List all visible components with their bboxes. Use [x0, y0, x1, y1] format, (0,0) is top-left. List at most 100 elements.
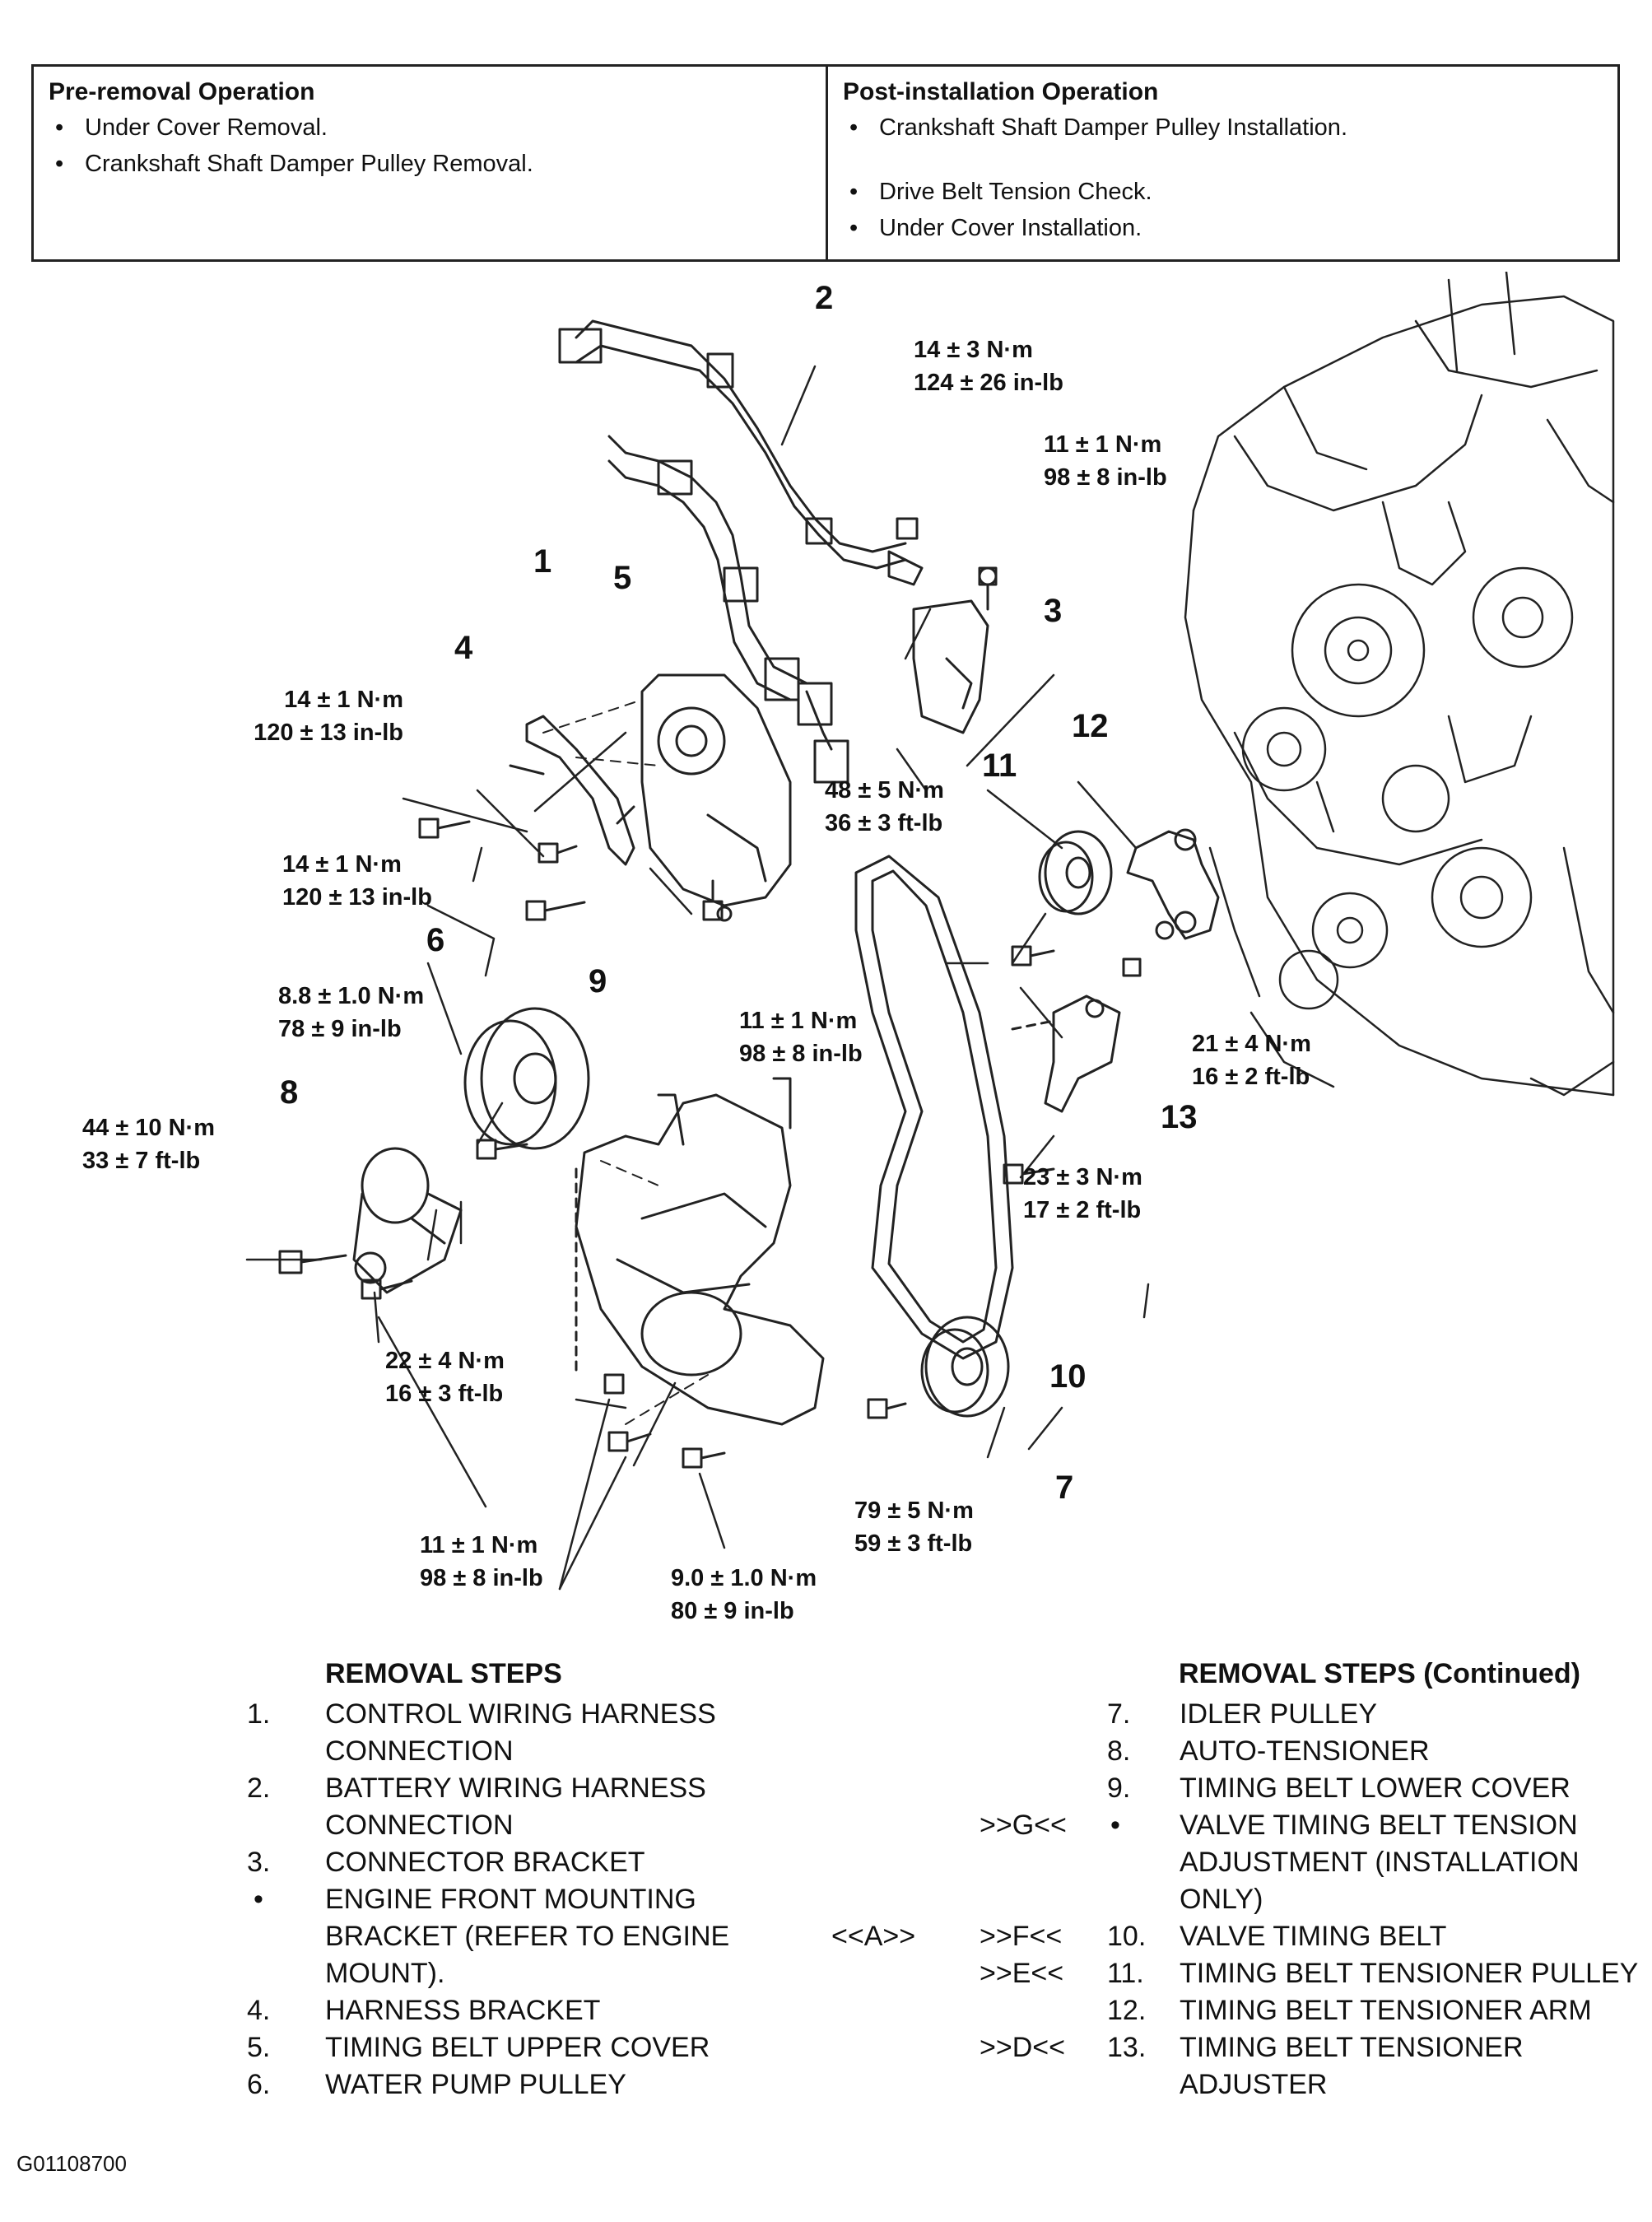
- callout-11: 11: [982, 748, 1017, 784]
- connector-bracket-illustration: [912, 566, 998, 734]
- torque-imperial: 16 ± 2 ft-lb: [1192, 1064, 1310, 1090]
- timing-belt-lower-cover-illustration: [575, 1077, 825, 1426]
- callout-5: 5: [613, 560, 632, 596]
- callout-1: 1: [533, 543, 552, 580]
- torque-metric: 22 ± 4 N·m: [385, 1348, 505, 1374]
- step-number: 6.: [247, 2069, 271, 2100]
- torque-metric: 11 ± 1 N·m: [739, 1008, 858, 1034]
- step-number: 3.: [247, 1847, 271, 1878]
- callout-3: 3: [1044, 593, 1063, 629]
- removal-step: 4. HARNESS BRACKET: [247, 1992, 823, 2029]
- water-pump-pulley-illustration: [463, 1007, 590, 1150]
- alignment-lines: [542, 699, 709, 1425]
- removal-step: 7. IDLER PULLEY: [1107, 1696, 1642, 1733]
- callout-13: 13: [1161, 1099, 1198, 1135]
- removal-step: 8. AUTO-TENSIONER: [1107, 1733, 1642, 1770]
- leader-lines: [245, 365, 1150, 1591]
- torque-metric: 21 ± 4 N·m: [1192, 1031, 1311, 1057]
- callout-10: 10: [1049, 1358, 1087, 1395]
- torque-imperial: 124 ± 26 in-lb: [914, 370, 1063, 396]
- torque-imperial: 98 ± 8 in-lb: [420, 1565, 543, 1591]
- step-text: TIMING BELT TENSIONER ADJUSTER: [1180, 2032, 1524, 2100]
- removal-step: 5. TIMING BELT UPPER COVER: [247, 2029, 823, 2066]
- engine-block-illustration: [1184, 272, 1615, 1097]
- post-installation-item: Drive Belt Tension Check.: [843, 174, 1603, 210]
- removal-step: 6. WATER PUMP PULLEY: [247, 2066, 823, 2103]
- installation-mark-b: >>D<<: [980, 2032, 1065, 2063]
- removal-step: 12. TIMING BELT TENSIONER ARM: [1107, 1992, 1642, 2029]
- step-text: WATER PUMP PULLEY: [325, 2069, 626, 2100]
- step-text: CONTROL WIRING HARNESS CONNECTION: [325, 1698, 716, 1767]
- torque-spec-connector-bracket-bolt: 11 ± 1 N·m 98 ± 8 in-lb: [1044, 428, 1167, 494]
- step-number: 2.: [247, 1772, 271, 1804]
- post-installation-title: Post-installation Operation: [843, 78, 1159, 105]
- step-number: 1.: [247, 1698, 271, 1730]
- post-installation-column: Post-installation Operation Crankshaft S…: [828, 67, 1617, 259]
- step-number: 13.: [1107, 2032, 1147, 2063]
- step-text: TIMING BELT TENSIONER PULLEY: [1180, 1958, 1639, 1989]
- removal-step: >>G<< • VALVE TIMING BELT TENSION ADJUST…: [980, 1807, 1642, 1918]
- step-text: HARNESS BRACKET: [325, 1995, 601, 2026]
- step-number: 4.: [247, 1995, 271, 2026]
- torque-spec-idler-pulley-bolt: 79 ± 5 N·m 59 ± 3 ft-lb: [854, 1494, 974, 1560]
- step-bullet: •: [1110, 1810, 1120, 1841]
- step-text: BATTERY WIRING HARNESS CONNECTION: [325, 1772, 706, 1841]
- torque-imperial: 98 ± 8 in-lb: [739, 1041, 863, 1067]
- step-number: 10.: [1107, 1921, 1147, 1952]
- torque-metric: 79 ± 5 N·m: [854, 1498, 974, 1524]
- tensioner-adjuster-illustration: [1011, 995, 1121, 1113]
- post-installation-item: Under Cover Installation.: [843, 210, 1603, 246]
- torque-imperial: 120 ± 13 in-lb: [282, 884, 432, 911]
- callout-6: 6: [426, 922, 445, 958]
- torque-imperial: 33 ± 7 ft-lb: [82, 1148, 201, 1174]
- torque-metric: 11 ± 1 N·m: [1044, 431, 1162, 458]
- step-text: VALVE TIMING BELT: [1180, 1921, 1447, 1952]
- idler-pulley-illustration: [920, 1316, 1010, 1418]
- callout-8: 8: [280, 1074, 299, 1111]
- torque-metric: 14 ± 1 N·m: [282, 851, 402, 878]
- step-text: CONNECTOR BRACKET: [325, 1847, 645, 1878]
- post-installation-item: Crankshaft Shaft Damper Pulley Installat…: [843, 109, 1603, 146]
- step-number: 8.: [1107, 1735, 1131, 1767]
- torque-spec-lower-cover-small-bolt: 9.0 ± 1.0 N·m 80 ± 9 in-lb: [671, 1562, 817, 1628]
- callout-2: 2: [815, 280, 834, 316]
- valve-timing-belt-illustration: [854, 855, 1014, 1360]
- torque-spec-tensioner-pulley-bolt: 48 ± 5 N·m 36 ± 3 ft-lb: [825, 774, 944, 840]
- callout-9: 9: [589, 963, 607, 999]
- torque-imperial: 17 ± 2 ft-lb: [1023, 1197, 1142, 1223]
- torque-metric: 8.8 ± 1.0 N·m: [278, 983, 425, 1009]
- diagram-drawing: [245, 272, 1615, 1591]
- removal-step: >>E<< 11. TIMING BELT TENSIONER PULLEY: [980, 1955, 1642, 1992]
- pre-removal-title: Pre-removal Operation: [49, 78, 315, 105]
- torque-imperial: 16 ± 3 ft-lb: [385, 1381, 504, 1407]
- torque-metric: 11 ± 1 N·m: [420, 1532, 538, 1558]
- step-text: VALVE TIMING BELT TENSION ADJUSTMENT (IN…: [1180, 1810, 1580, 1915]
- torque-imperial: 59 ± 3 ft-lb: [854, 1530, 973, 1557]
- torque-imperial: 120 ± 13 in-lb: [254, 720, 403, 746]
- step-number: 11.: [1107, 1958, 1144, 1989]
- pre-removal-item: Under Cover Removal.: [49, 109, 811, 146]
- step-text: TIMING BELT TENSIONER ARM: [1180, 1995, 1592, 2026]
- removal-step: 9. TIMING BELT LOWER COVER: [1107, 1770, 1642, 1807]
- operations-table: Pre-removal Operation Under Cover Remova…: [31, 64, 1620, 262]
- torque-spec-harness-bracket-bolt: 14 ± 1 N·m 120 ± 13 in-lb: [198, 683, 403, 749]
- pre-removal-column: Pre-removal Operation Under Cover Remova…: [34, 67, 828, 259]
- torque-spec-auto-tensioner-lower-bolt: 22 ± 4 N·m 16 ± 3 ft-lb: [385, 1344, 505, 1410]
- pre-removal-list: Under Cover Removal. Crankshaft Shaft Da…: [49, 109, 811, 182]
- removal-steps-continued-heading: REMOVAL STEPS (Continued): [1179, 1658, 1580, 1689]
- torque-imperial: 78 ± 9 in-lb: [278, 1016, 402, 1042]
- battery-wiring-harness-illustration: [558, 319, 924, 586]
- torque-spec-tensioner-arm-bolt: 21 ± 4 N·m 16 ± 2 ft-lb: [1192, 1027, 1311, 1093]
- tensioner-pulley-illustration: [1038, 830, 1113, 915]
- torque-spec-upper-cover-lower-bolt: 11 ± 1 N·m 98 ± 8 in-lb: [739, 1004, 863, 1070]
- torque-spec-auto-tensioner-bolt: 44 ± 10 N·m 33 ± 7 ft-lb: [82, 1111, 215, 1177]
- removal-step: >>D<< 13. TIMING BELT TENSIONER ADJUSTER: [980, 2029, 1642, 2103]
- removal-steps-list: 1. CONTROL WIRING HARNESS CONNECTION 2. …: [247, 1696, 823, 2103]
- torque-metric: 23 ± 3 N·m: [1023, 1164, 1142, 1190]
- installation-mark-a: <<A>>: [831, 1921, 916, 1952]
- post-installation-list: Crankshaft Shaft Damper Pulley Installat…: [843, 109, 1603, 246]
- installation-mark-b: >>E<<: [980, 1958, 1064, 1989]
- step-text: AUTO-TENSIONER: [1180, 1735, 1430, 1767]
- torque-metric: 14 ± 3 N·m: [914, 337, 1033, 363]
- torque-imperial: 36 ± 3 ft-lb: [825, 810, 943, 836]
